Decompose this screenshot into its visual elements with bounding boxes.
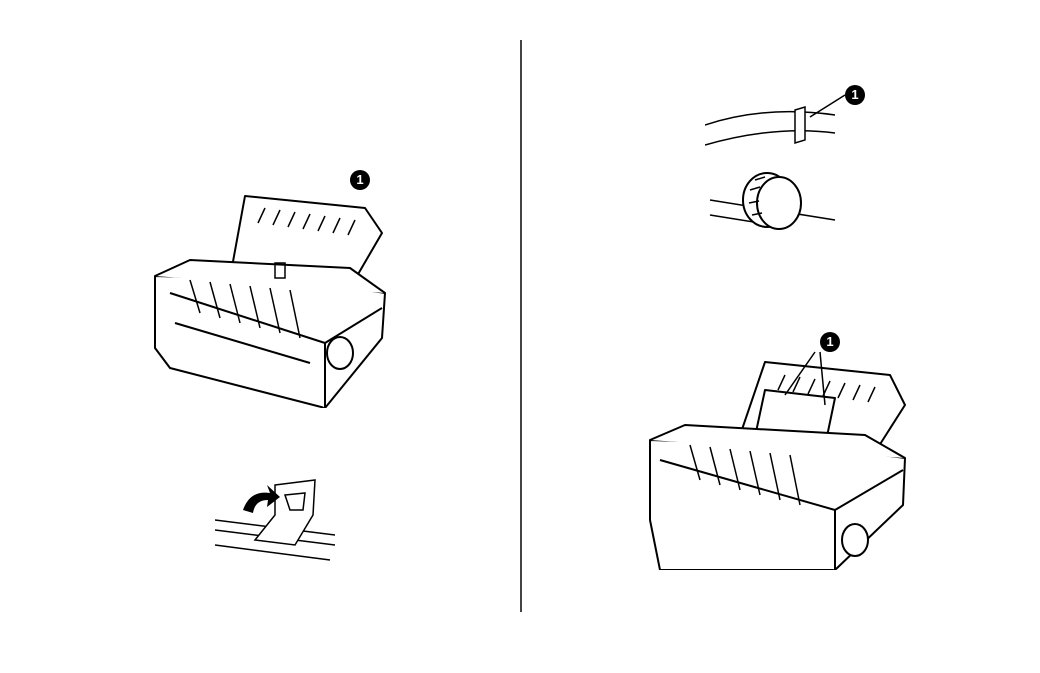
paper-lever-figure <box>215 475 335 570</box>
printer-figure-bottom-right: 1 <box>635 330 910 570</box>
callout-number: 1 <box>820 332 840 352</box>
printer-loaded-illustration <box>635 330 910 570</box>
knob-detail-illustration <box>705 85 875 235</box>
paper-lever-illustration <box>215 475 335 570</box>
callout-number: 1 <box>845 85 865 105</box>
knob-detail-figure: 1 <box>705 85 875 235</box>
printer-figure-top-left: 1 <box>150 168 390 408</box>
callout-number: 1 <box>350 170 370 190</box>
page-divider <box>520 40 522 612</box>
printer-illustration <box>150 168 390 408</box>
